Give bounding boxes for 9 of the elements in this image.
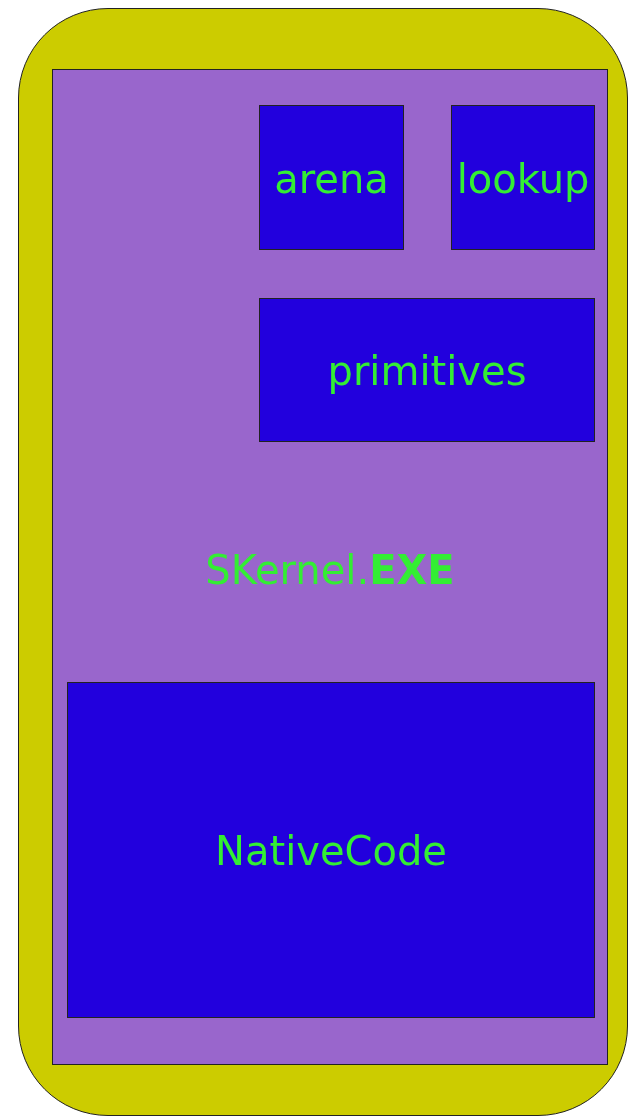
module-box	[451, 105, 595, 250]
module-label: SKernel.EXE	[205, 550, 455, 590]
module-label: arena	[274, 158, 389, 199]
process-panel	[52, 69, 608, 1065]
module-box	[259, 298, 595, 442]
rounded-panel	[18, 8, 628, 1116]
module-box	[67, 682, 595, 1018]
module-box	[259, 105, 404, 250]
module-label: NativeCode	[215, 831, 447, 871]
